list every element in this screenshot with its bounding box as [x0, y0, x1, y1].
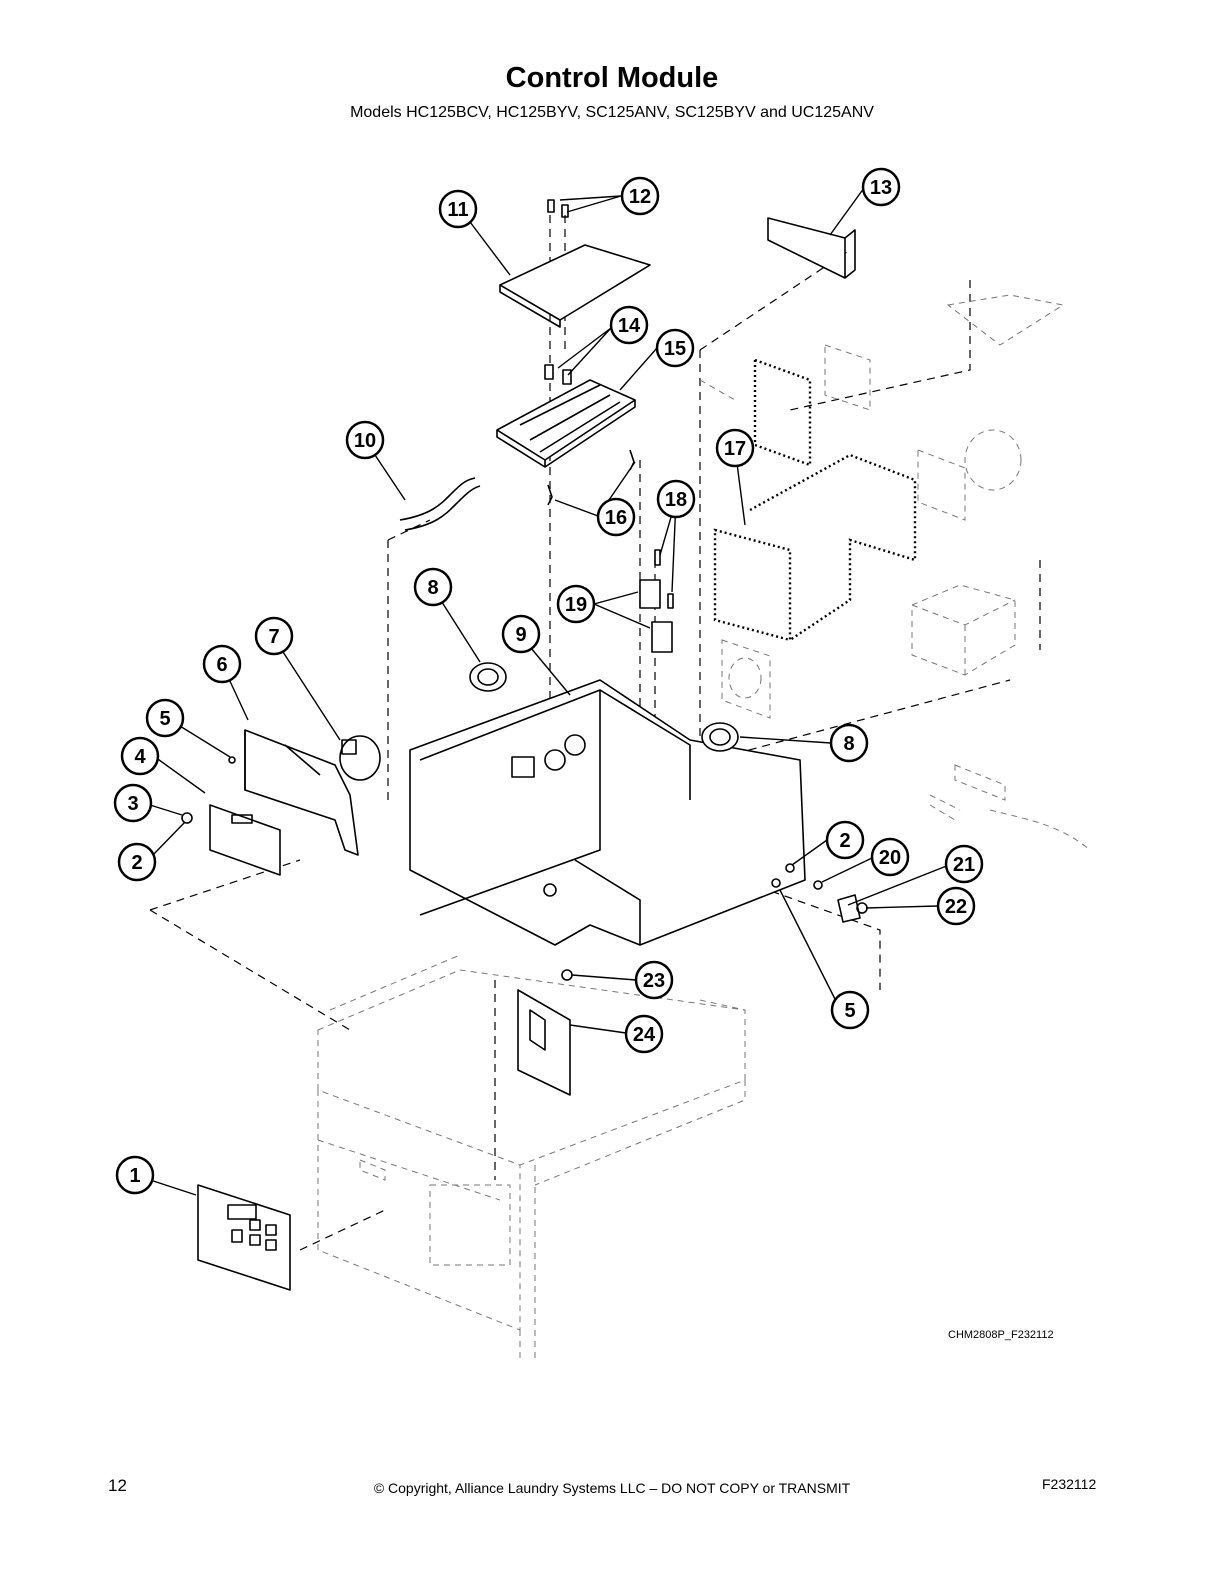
callout-13: 13 — [861, 167, 901, 207]
svg-text:10: 10 — [354, 430, 376, 452]
svg-text:2: 2 — [131, 852, 142, 874]
svg-text:24: 24 — [633, 1024, 656, 1046]
callout-9: 9 — [501, 614, 541, 654]
page-title: Control Module — [505, 62, 719, 94]
page-number: 12 — [108, 1476, 127, 1495]
callout-15: 15 — [655, 328, 695, 368]
part-housing — [244, 729, 359, 856]
svg-text:8: 8 — [427, 577, 438, 599]
svg-text:12: 12 — [629, 186, 651, 208]
callout-3: 3 — [113, 783, 153, 823]
part-standoffs — [547, 449, 635, 506]
callout-8-left: 8 — [413, 567, 453, 607]
callout-16: 16 — [596, 497, 636, 537]
svg-text:15: 15 — [664, 338, 686, 360]
part-chassis — [409, 679, 806, 946]
callout-5-right: 5 — [830, 990, 870, 1030]
part-relays — [639, 549, 674, 653]
svg-text:7: 7 — [268, 626, 279, 648]
part-display-board — [181, 756, 281, 876]
part-keypad-overlay — [197, 1184, 291, 1291]
callout-22: 22 — [936, 886, 976, 926]
callout-12: 12 — [620, 176, 660, 216]
svg-text:11: 11 — [447, 199, 468, 221]
svg-text:5: 5 — [159, 708, 170, 730]
callout-1: 1 — [115, 1155, 155, 1195]
svg-text:8: 8 — [843, 733, 854, 755]
svg-text:3: 3 — [127, 793, 138, 815]
callout-5-left: 5 — [145, 698, 185, 738]
part-ribbon-cable — [399, 477, 481, 531]
cabinet-outline — [317, 954, 746, 1360]
callout-11: 11 — [438, 189, 478, 229]
svg-text:5: 5 — [844, 1000, 855, 1022]
svg-text:13: 13 — [870, 177, 892, 199]
part-buzzer — [339, 735, 381, 781]
svg-text:18: 18 — [665, 489, 687, 511]
part-transformer — [911, 584, 1016, 676]
svg-text:17: 17 — [724, 438, 746, 460]
part-bracket — [767, 217, 856, 279]
callout-bubbles: 1 2 3 4 5 6 7 8 9 10 11 12 13 14 15 16 1… — [113, 167, 984, 1195]
callout-2-right: 2 — [825, 820, 865, 860]
callout-7: 7 — [254, 616, 294, 656]
callout-19: 19 — [556, 584, 596, 624]
callout-10: 10 — [345, 420, 385, 460]
copyright-notice: © Copyright, Alliance Laundry Systems LL… — [373, 1480, 851, 1496]
drawing-id: CHM2808P_F232112 — [948, 1329, 1054, 1341]
callout-21: 21 — [944, 844, 984, 884]
part-screws — [547, 199, 569, 218]
svg-text:20: 20 — [879, 847, 901, 869]
callout-17: 17 — [715, 428, 755, 468]
part-fan-assembly — [721, 294, 1065, 719]
svg-text:23: 23 — [643, 970, 665, 992]
svg-text:14: 14 — [618, 315, 641, 337]
svg-text:19: 19 — [565, 594, 587, 616]
svg-text:6: 6 — [216, 654, 227, 676]
part-bushings — [469, 662, 739, 752]
page-subtitle: Models HC125BCV, HC125BYV, SC125ANV, SC1… — [350, 104, 874, 121]
callout-8-right: 8 — [829, 723, 869, 763]
callout-4: 4 — [120, 736, 160, 776]
svg-text:4: 4 — [134, 746, 146, 768]
part-mounting-bracket — [517, 969, 573, 1096]
callout-24: 24 — [624, 1014, 664, 1054]
svg-text:16: 16 — [605, 507, 627, 529]
callout-6: 6 — [202, 644, 242, 684]
svg-text:1: 1 — [129, 1165, 140, 1187]
svg-text:9: 9 — [515, 624, 526, 646]
svg-text:21: 21 — [953, 854, 975, 876]
callout-20: 20 — [870, 837, 910, 877]
part-fan-housing — [699, 344, 917, 642]
svg-text:22: 22 — [945, 896, 967, 918]
callout-23: 23 — [634, 960, 674, 1000]
callout-18: 18 — [656, 479, 696, 519]
callout-14: 14 — [609, 305, 649, 345]
document-code: F232112 — [1042, 1476, 1097, 1492]
svg-text:2: 2 — [839, 830, 850, 852]
callout-2-left: 2 — [117, 842, 157, 882]
part-wire-harness — [929, 764, 1091, 851]
part-circuit-board — [496, 364, 636, 468]
part-cover-plate — [499, 244, 651, 328]
